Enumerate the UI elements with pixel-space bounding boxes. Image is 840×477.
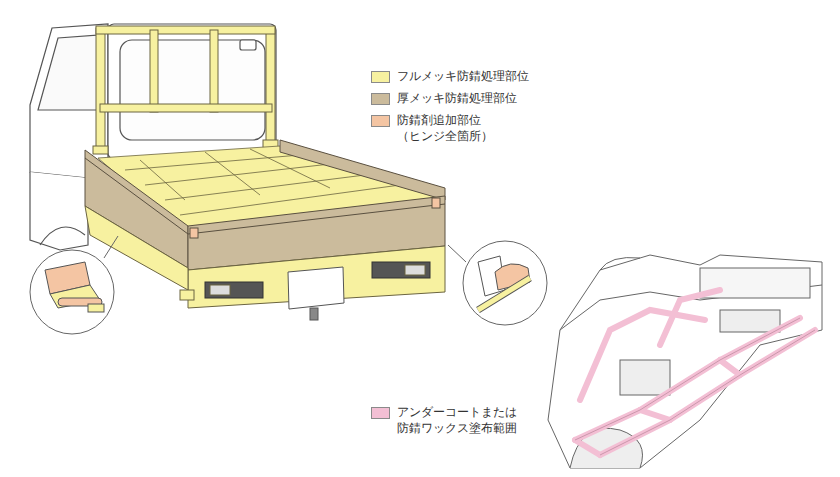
hinge-inset-left	[104, 236, 118, 258]
rear-chassis	[85, 206, 445, 320]
bed-floor	[205, 152, 260, 195]
legend-item: フルメッキ防錆処理部位	[371, 68, 529, 84]
rear-chassis	[288, 267, 344, 309]
underbody-coating	[600, 330, 815, 455]
rear-chassis	[405, 265, 425, 275]
underbody-view	[720, 310, 780, 332]
cab	[108, 24, 276, 159]
frame-guard	[93, 26, 278, 154]
legend-item: アンダーコートまたは 防錆ワックス塗布範囲	[371, 404, 547, 436]
underbody-coating	[575, 440, 600, 455]
frame-guard	[96, 26, 275, 34]
rear-chassis	[210, 285, 230, 295]
rear-chassis	[188, 246, 445, 308]
hinge-inset-left	[88, 304, 104, 312]
underbody-coating	[580, 310, 705, 400]
legend-swatch	[371, 71, 390, 83]
frame-guard	[150, 30, 158, 112]
underbody-view	[548, 255, 822, 468]
bed-panels	[190, 228, 198, 238]
bed-floor	[125, 155, 300, 170]
legend-swatch	[371, 407, 390, 419]
bed-floor	[165, 175, 365, 200]
hinge-inset-right	[448, 241, 547, 325]
frame-guard	[100, 104, 272, 112]
frame-guard	[96, 28, 105, 153]
frame-guard	[93, 146, 108, 154]
bed-panels	[432, 198, 440, 208]
legend-label: アンダーコートまたは 防錆ワックス塗布範囲	[397, 404, 547, 436]
underbody-coating	[720, 360, 740, 375]
underbody-coating-outline	[575, 318, 815, 455]
rear-chassis	[372, 262, 430, 278]
cab	[38, 35, 100, 110]
underbody-coating-outline	[575, 318, 800, 440]
legend-label: 厚メッキ防錆処理部位	[397, 90, 517, 106]
legend-item: 厚メッキ防錆処理部位	[371, 90, 517, 106]
underbody-coating	[640, 410, 670, 420]
legend-label: フルメッキ防錆処理部位	[397, 68, 529, 84]
underbody-coating	[575, 290, 815, 455]
hinge-inset-right	[448, 245, 466, 262]
legend-swatch	[371, 93, 390, 105]
legend-label: 防錆剤追加部位 （ヒンジ全箇所）	[397, 112, 547, 144]
bed-panels	[280, 140, 445, 200]
legend-swatch	[371, 115, 390, 127]
frame-guard	[266, 28, 275, 146]
underbody-coating	[660, 290, 720, 345]
rear-chassis	[180, 290, 194, 300]
underbody-coating-outline	[600, 330, 815, 455]
hinge-inset-left	[30, 250, 114, 334]
cab	[30, 24, 108, 178]
cab	[30, 172, 88, 250]
cab	[40, 227, 85, 245]
frame-guard	[210, 30, 218, 112]
legend-item: 防錆剤追加部位 （ヒンジ全箇所）	[371, 112, 547, 144]
cab	[120, 40, 265, 140]
bed-floor	[140, 160, 185, 200]
underbody-view	[548, 255, 822, 468]
rear-chassis	[310, 308, 318, 320]
underbody-view	[600, 258, 640, 271]
hinge-inset-right	[463, 241, 547, 325]
hinge-inset-right	[478, 278, 530, 310]
bed-panels	[188, 204, 445, 234]
rear-chassis	[205, 282, 263, 298]
cab	[240, 40, 256, 50]
hinge-inset-left	[30, 236, 118, 334]
underbody-view	[620, 360, 670, 395]
hinge-inset-right	[478, 278, 530, 310]
